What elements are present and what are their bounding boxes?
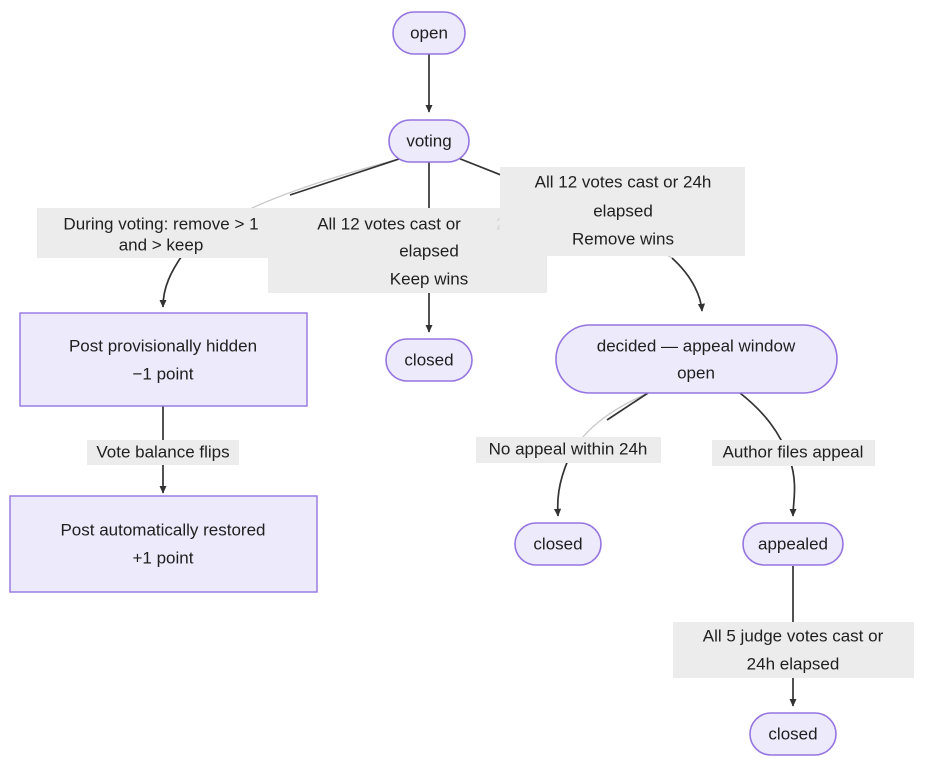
node-closed-keep-label: closed xyxy=(404,350,453,369)
edge-label-line: No appeal within 24h xyxy=(489,439,648,458)
edge-label-voting-remove: All 12 votes cast or 24h elapsed Remove … xyxy=(500,167,745,256)
edge-label-line: All 12 votes cast or xyxy=(317,214,461,233)
node-closed-no-appeal-label: closed xyxy=(533,534,582,553)
edge-label-line: Vote balance flips xyxy=(96,442,229,461)
node-closed-keep-shape[interactable] xyxy=(385,338,473,382)
node-decided-shape[interactable] xyxy=(555,324,838,394)
node-decided-label-line1: decided — appeal window xyxy=(597,336,796,355)
node-post-hidden-label-line2: −1 point xyxy=(133,364,194,383)
edge-label-line: Remove wins xyxy=(572,229,674,248)
node-appealed-shape[interactable] xyxy=(742,522,844,566)
node-decided[interactable]: decided — appeal window open xyxy=(555,324,838,394)
node-appealed[interactable]: appealed xyxy=(742,522,844,566)
edge-label-line: 24h elapsed xyxy=(747,654,840,673)
node-closed-final-label: closed xyxy=(768,724,817,743)
edge-label-line: Author files appeal xyxy=(723,442,864,461)
node-closed-no-appeal-shape[interactable] xyxy=(514,522,602,566)
node-closed-final[interactable]: closed xyxy=(749,712,837,756)
node-post-hidden-label-line1: Post provisionally hidden xyxy=(69,336,257,355)
node-post-hidden-shape[interactable] xyxy=(19,312,308,407)
edge-label-line: All 5 judge votes cast or xyxy=(703,626,884,645)
edge-label-line: During voting: remove > 1 xyxy=(63,214,258,233)
node-post-restored[interactable]: Post automatically restored +1 point xyxy=(9,495,318,593)
edge-label-line: Keep wins xyxy=(390,269,468,288)
node-appealed-label: appealed xyxy=(758,534,828,553)
edge-label-line: elapsed xyxy=(593,201,653,220)
node-post-restored-label-line2: +1 point xyxy=(133,548,194,567)
node-voting-shape[interactable] xyxy=(388,119,470,163)
edge-label-line: elapsed xyxy=(399,241,459,260)
edge-label-voting-hidden: During voting: remove > 1 and > keep xyxy=(37,208,285,258)
node-open-label: open xyxy=(410,23,448,42)
edge-label-line: All 12 votes cast or 24h xyxy=(535,172,712,191)
node-closed-final-shape[interactable] xyxy=(749,712,837,756)
node-post-restored-label-line1: Post automatically restored xyxy=(60,520,265,539)
node-voting[interactable]: voting xyxy=(388,119,470,163)
node-open[interactable]: open xyxy=(392,11,466,55)
edge-label-line: and > keep xyxy=(119,235,204,254)
node-open-shape[interactable] xyxy=(392,11,466,55)
node-closed-no-appeal[interactable]: closed xyxy=(514,522,602,566)
node-voting-label: voting xyxy=(406,131,451,150)
edge-label-hidden-restored: Vote balance flips xyxy=(87,440,239,465)
edge-label-decided-closed: No appeal within 24h xyxy=(476,437,661,463)
node-post-restored-shape[interactable] xyxy=(9,495,318,593)
node-post-hidden[interactable]: Post provisionally hidden −1 point xyxy=(19,312,308,407)
node-decided-label-line2: open xyxy=(677,363,715,382)
edge-label-appealed-closed: All 5 judge votes cast or 24h elapsed xyxy=(673,622,914,678)
node-closed-keep[interactable]: closed xyxy=(385,338,473,382)
edge-label-decided-appealed: Author files appeal xyxy=(712,440,875,466)
